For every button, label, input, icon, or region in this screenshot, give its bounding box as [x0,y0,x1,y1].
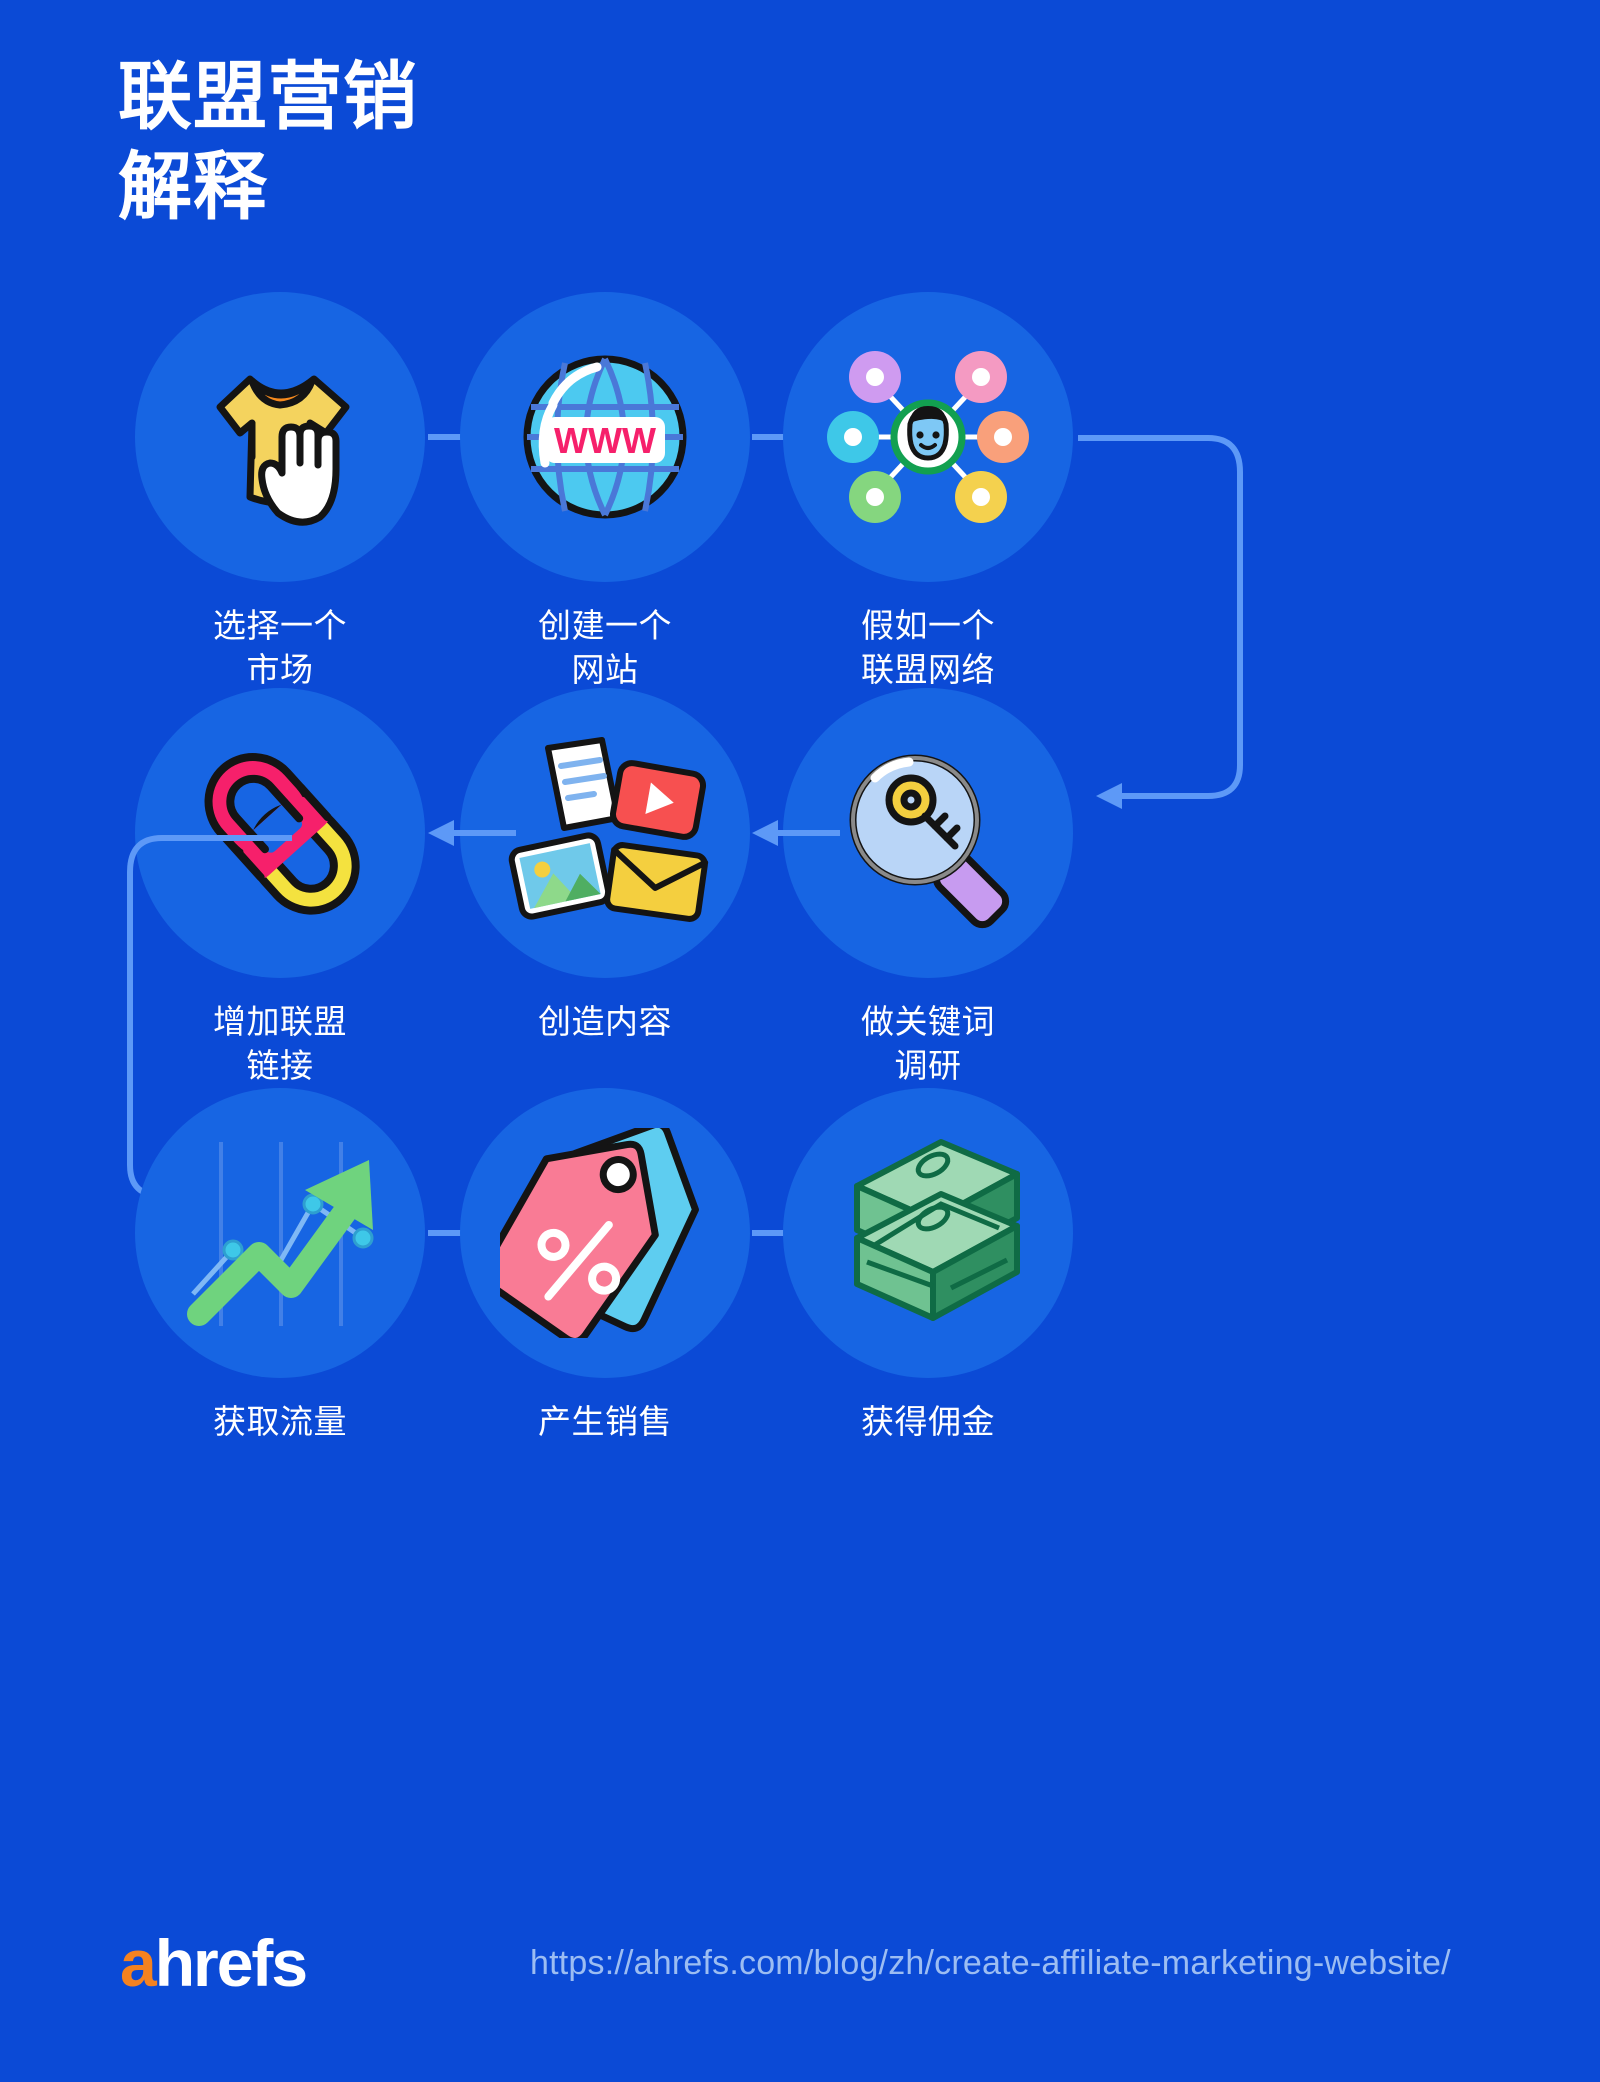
step-9-earn-commission[interactable]: 获得佣金 [778,1088,1078,1444]
step-2-label: 创建一个 网站 [538,607,672,688]
chain-link-icon [204,752,360,915]
connector-step3-to-step4 [1078,435,1243,809]
image-photo-icon [508,831,611,920]
bill-detail [915,1151,950,1231]
step-6-icon-bubble [135,688,425,978]
ahrefs-logo[interactable]: ahrefs [120,1930,308,1996]
logo-wordmark: hrefs [154,1926,308,2000]
step-6-add-affiliate-links[interactable]: 增加联盟 链接 [130,688,430,1087]
step-8-generate-sales[interactable]: 产生销售 [455,1088,755,1444]
tshirt-cursor-icon [216,375,350,526]
email-envelope-icon [603,841,708,922]
discount-tag-icon [500,1128,699,1338]
key-glyph-icon [885,774,961,850]
money-stack-icon [853,1138,1020,1321]
growth-chart-icon [186,1141,373,1326]
affiliate-network-icon [827,351,1029,523]
step-4-keyword-research[interactable]: 做关键词 调研 [778,688,1078,1087]
step-6-label: 增加联盟 链接 [213,1003,347,1084]
step-5-create-content[interactable]: 创造内容 [455,688,755,1044]
arrow-step5-to-step6 [428,820,516,846]
video-play-icon [609,759,706,840]
source-url[interactable]: https://ahrefs.com/blog/zh/create-affili… [530,1944,1451,1982]
step-1-icon-bubble [135,292,425,582]
step-9-label: 获得佣金 [861,1403,995,1440]
arrow-shaft [774,830,840,836]
arrow-head [752,820,778,846]
step-8-label: 产生销售 [538,1403,672,1440]
www-text: WWW [554,420,656,461]
step-7-get-traffic[interactable]: 获取流量 [130,1088,430,1444]
step-3-icon-bubble [783,292,1073,582]
footer: ahrefs https://ahrefs.com/blog/zh/create… [0,1892,1600,2082]
content-media-icon [508,736,708,922]
step-2-icon-bubble: WWW [460,292,750,582]
arrow-step4-to-step5 [752,820,840,846]
step-7-icon-bubble [135,1088,425,1378]
step-5-icon-bubble [460,688,750,978]
person-avatar-icon [890,399,966,475]
step-1-label: 选择一个 市场 [213,607,347,688]
step-9-icon-bubble [783,1088,1073,1378]
globe-www-icon: WWW [523,355,687,519]
cursor-hand-icon [258,422,340,526]
step-1-choose-a-market[interactable]: 选择一个 市场 [130,292,430,691]
magnifier-key-icon [849,754,1010,929]
step-4-label: 做关键词 调研 [861,1003,995,1084]
arrow-shaft [450,830,516,836]
step-3-join-affiliate-network[interactable]: 假如一个 联盟网络 [778,292,1078,691]
step-2-create-a-website[interactable]: WWW 创建一个 网站 [455,292,755,691]
step-8-icon-bubble [460,1088,750,1378]
logo-letter-a: a [120,1926,157,2000]
arrow-head [428,820,454,846]
page-title: 联盟营销 解释 [118,55,418,229]
step-3-label: 假如一个 联盟网络 [861,607,995,688]
step-5-label: 创造内容 [538,1003,672,1040]
document-icon [544,736,621,831]
step-7-label: 获取流量 [213,1403,347,1440]
